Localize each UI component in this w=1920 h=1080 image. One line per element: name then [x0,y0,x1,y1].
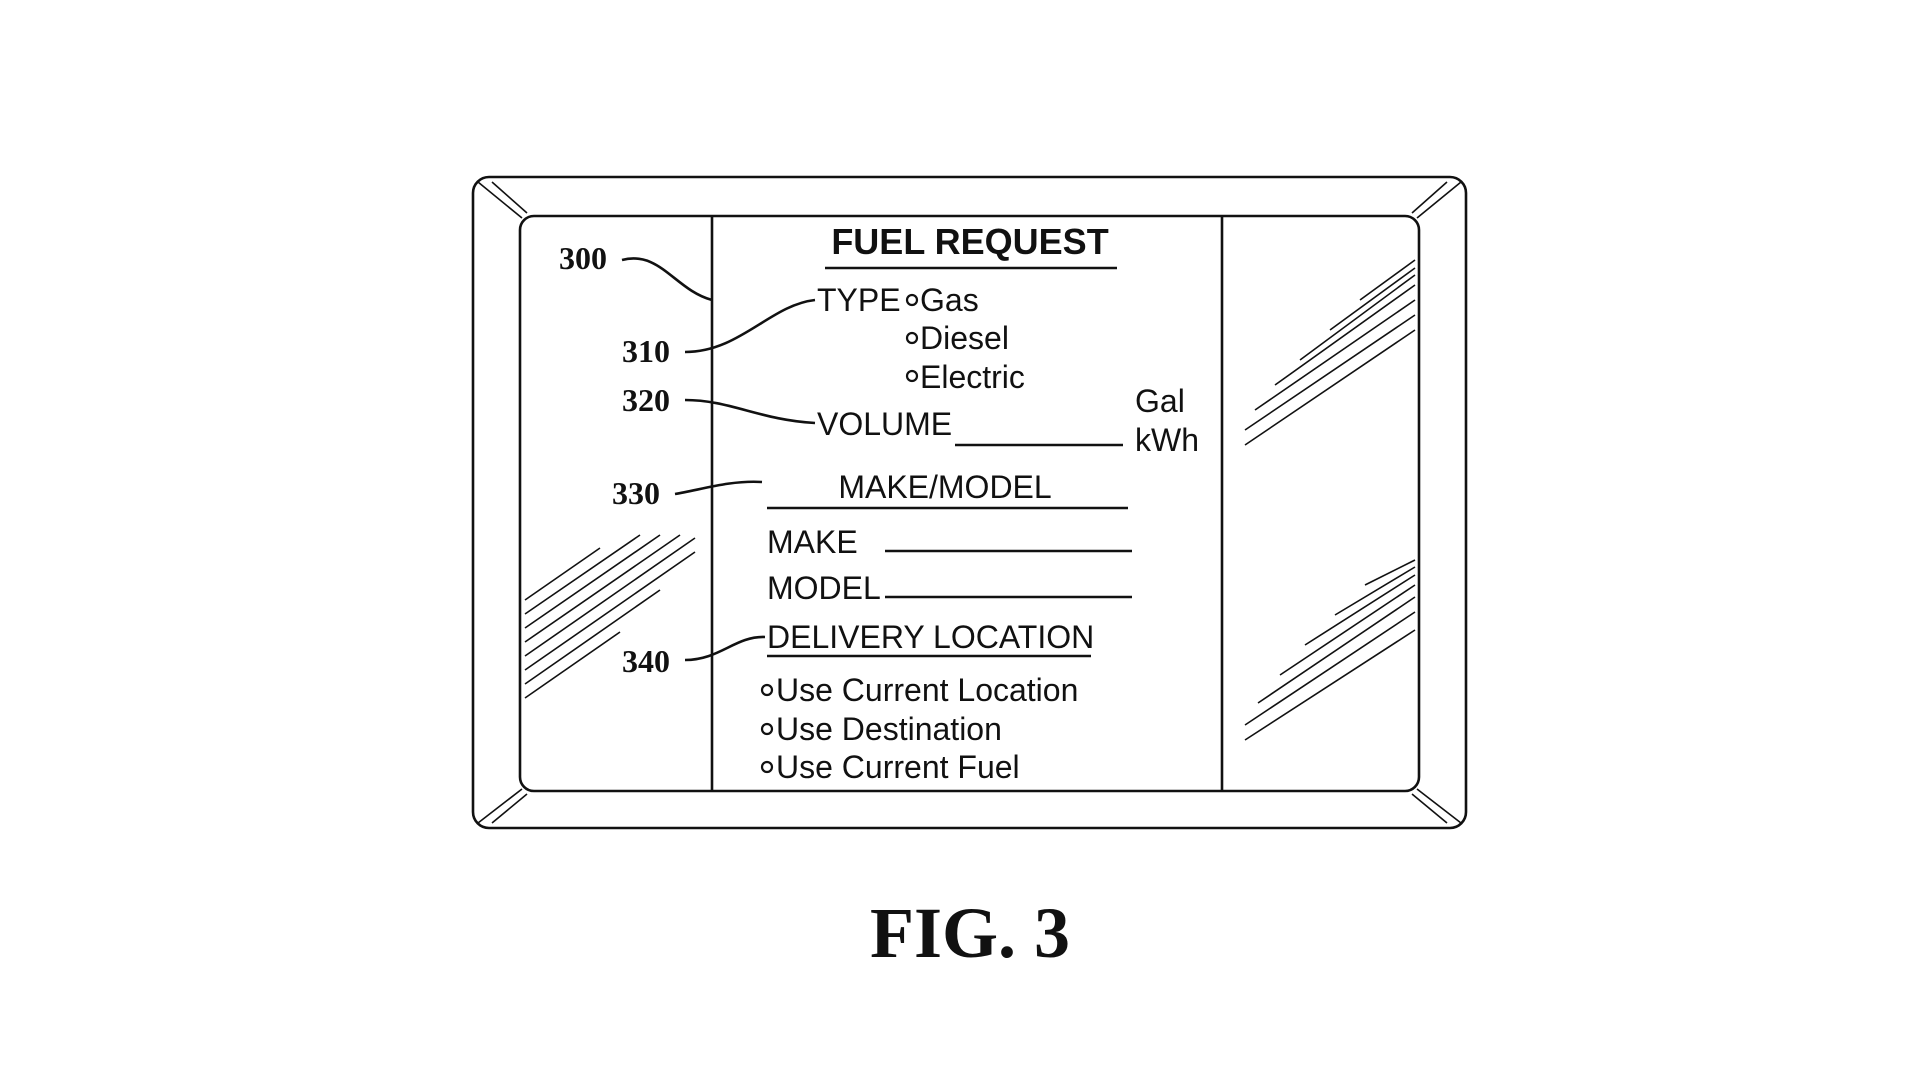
figure-caption: FIG. 3 [870,893,1070,973]
ref-310: 310 [622,333,670,369]
volume-unit-kwh: kWh [1135,422,1199,458]
make-label: MAKE [767,524,858,560]
leader-320 [684,398,816,425]
delivery-option-destination[interactable]: Use Destination [760,711,1002,747]
option-label: Gas [920,282,979,318]
delivery-option-current-location[interactable]: Use Current Location [760,672,1078,708]
type-option-gas[interactable]: Gas [905,282,979,318]
reference-numerals: 300 310 320 330 340 [559,240,816,679]
leader-310 [684,298,816,354]
radio-button[interactable] [905,331,919,345]
bevel-lines [477,181,1462,824]
glare-hatching-right-bottom [1244,559,1416,741]
option-label: Diesel [920,320,1009,356]
leader-340 [684,635,766,662]
leader-300 [621,257,713,302]
option-label: Electric [920,359,1025,395]
model-label: MODEL [767,570,881,606]
radio-button[interactable] [760,760,774,774]
option-label: Use Current Location [776,672,1078,708]
inner-display [518,214,1421,793]
glare-hatching-right-top [1244,259,1416,446]
ref-320: 320 [622,382,670,418]
outer-bezel [471,175,1468,830]
glare-hatching-left [524,534,696,699]
radio-button[interactable] [905,369,919,383]
volume-unit-gal: Gal [1135,383,1185,419]
option-label: Use Current Fuel [776,749,1020,785]
type-option-electric[interactable]: Electric [905,359,1025,395]
type-option-diesel[interactable]: Diesel [905,320,1009,356]
option-label: Use Destination [776,711,1002,747]
type-label: TYPE [817,282,901,318]
ref-330: 330 [612,475,660,511]
radio-button[interactable] [905,293,919,307]
screen-title: FUEL REQUEST [831,221,1108,262]
radio-button[interactable] [760,683,774,697]
leader-330 [674,480,763,496]
volume-label: VOLUME [817,406,952,442]
fuel-request-screen: FUEL REQUEST TYPE Gas Diesel Electric VO… [760,221,1199,785]
device-frame [471,175,1468,830]
delivery-option-current-fuel[interactable]: Use Current Fuel [760,749,1020,785]
ref-340: 340 [622,643,670,679]
ref-300: 300 [559,240,607,276]
make-model-heading: MAKE/MODEL [838,469,1051,505]
radio-button[interactable] [760,722,774,736]
delivery-heading: DELIVERY LOCATION [767,619,1094,655]
